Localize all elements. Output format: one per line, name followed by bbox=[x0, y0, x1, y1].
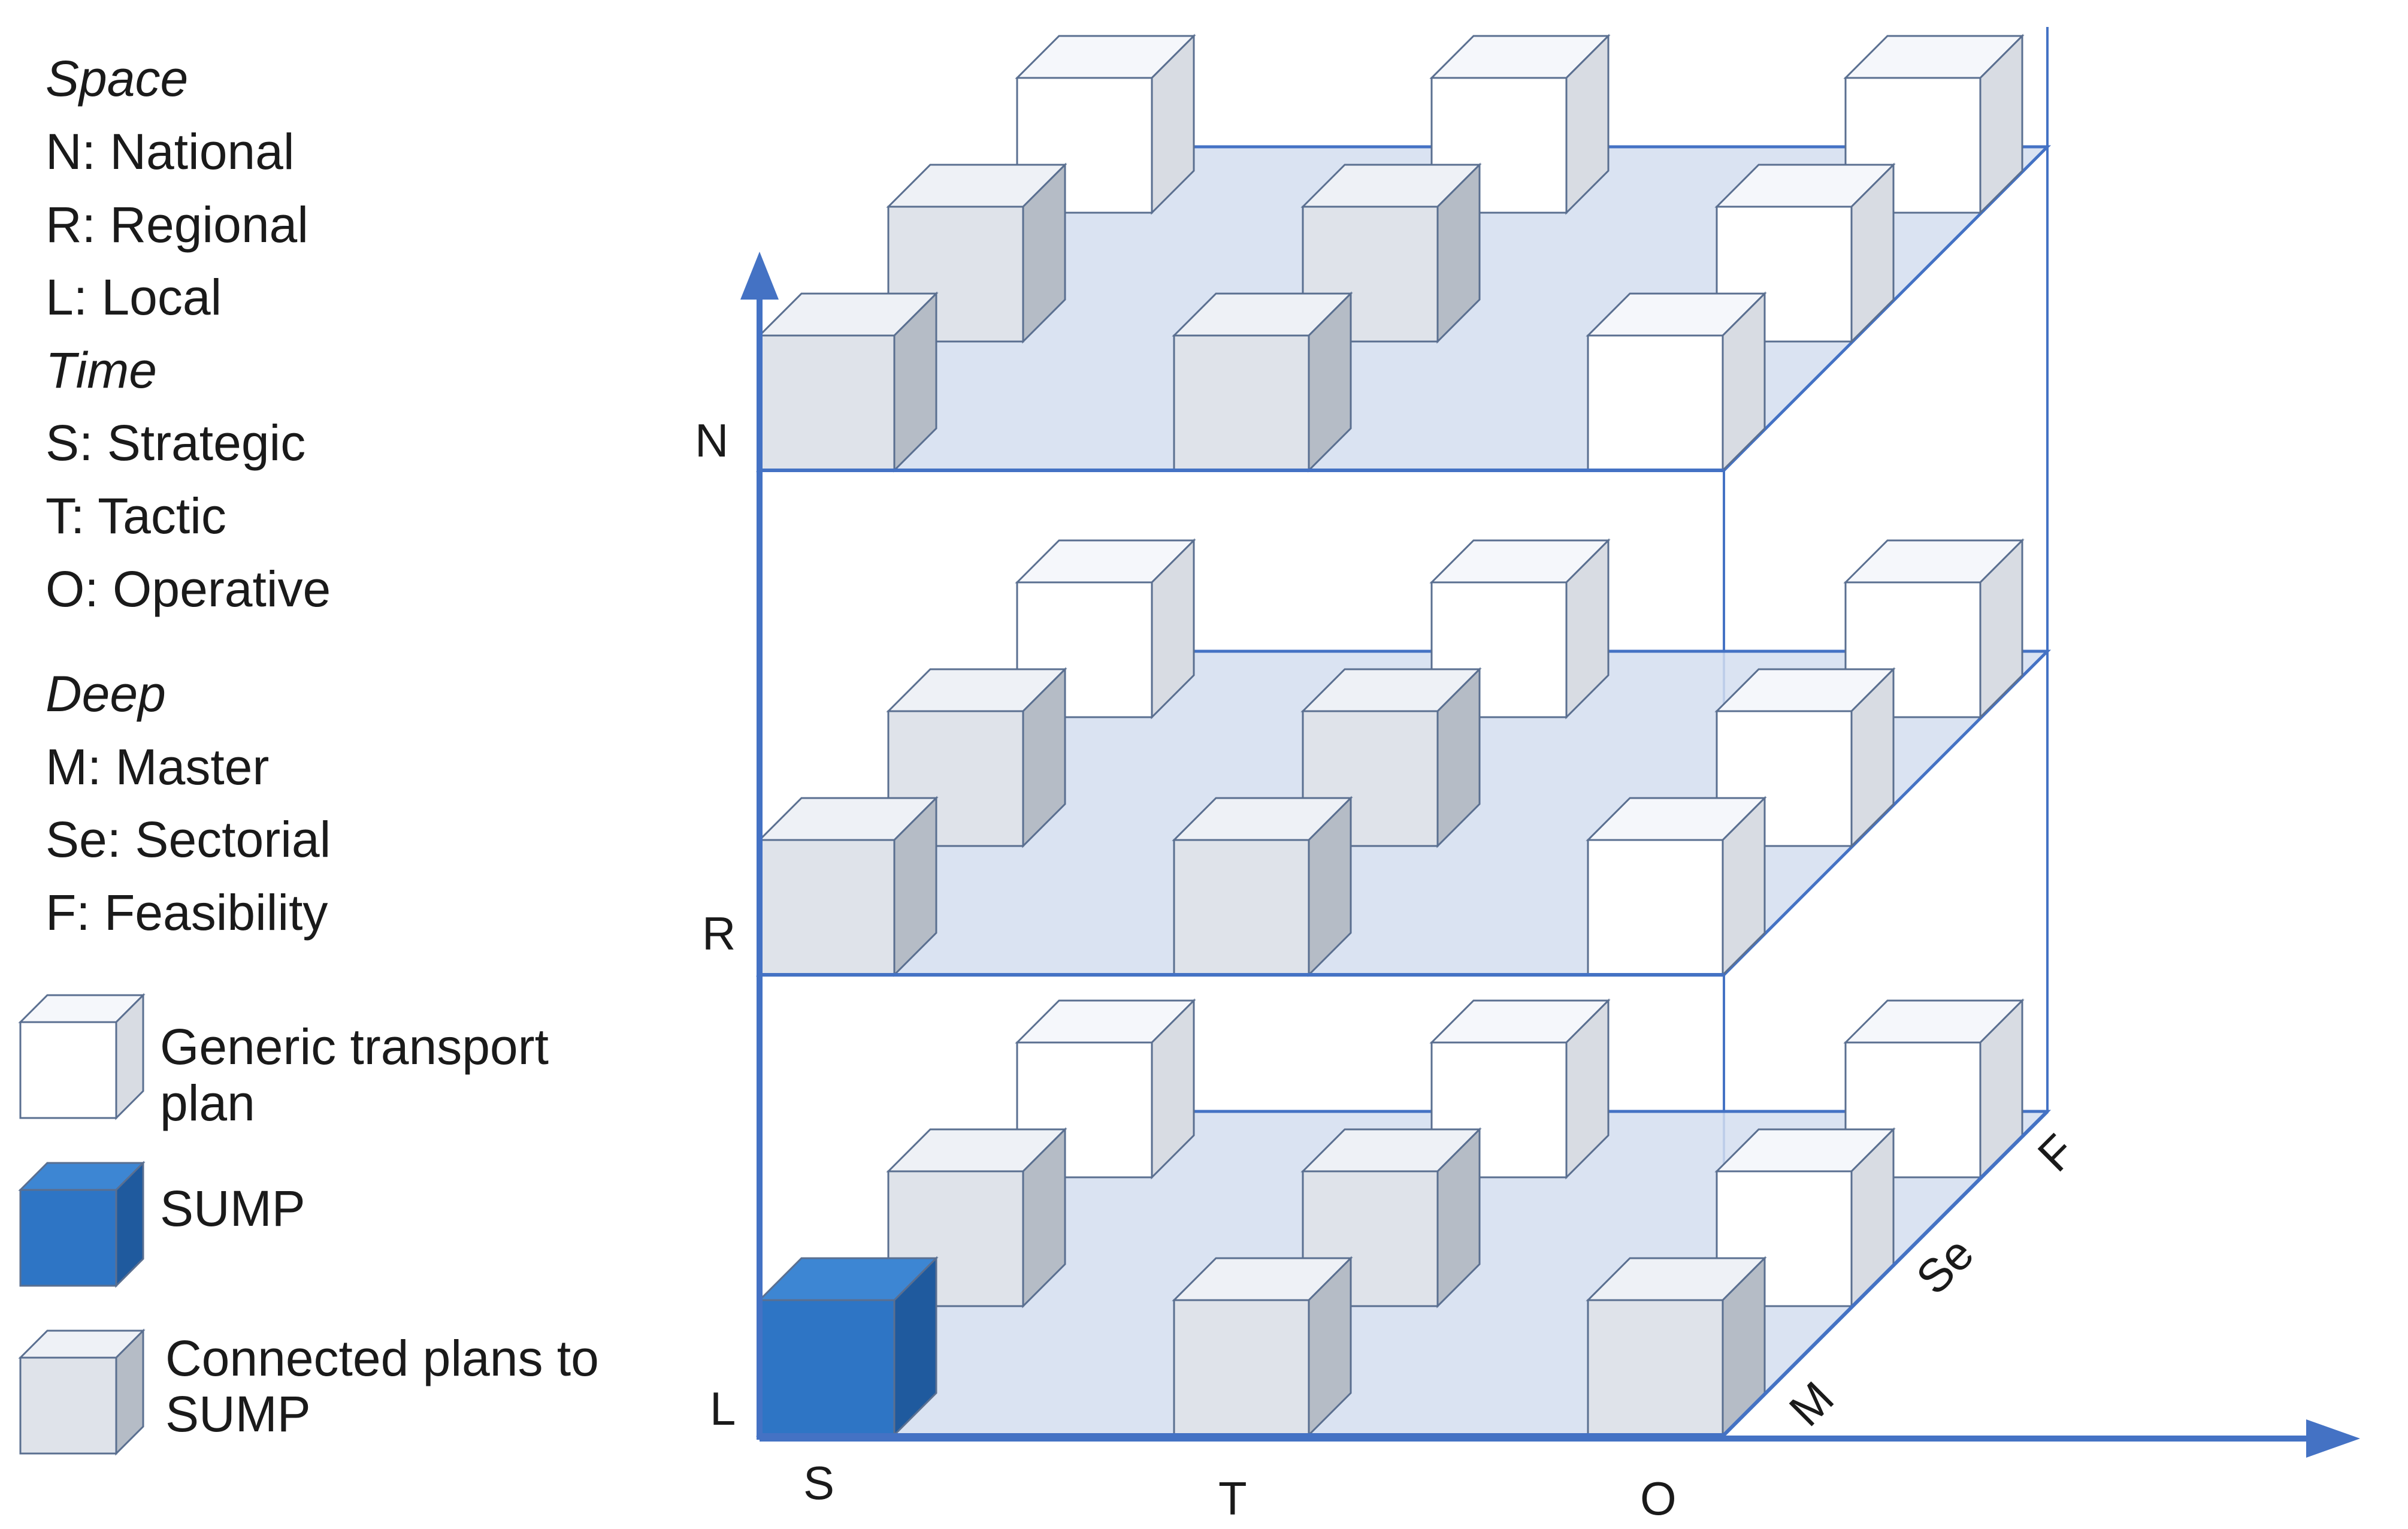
legend-deep-feasibility: F: Feasibility bbox=[46, 884, 328, 941]
cube-front-face bbox=[1587, 334, 1724, 472]
connected-plan-cube-icon bbox=[18, 1328, 146, 1456]
legend-time-strategic: S: Strategic bbox=[46, 415, 305, 471]
cube-front-face bbox=[19, 1189, 117, 1287]
cube-front-face bbox=[758, 1299, 896, 1436]
key-cube-sump bbox=[18, 1161, 146, 1288]
legend-time-tactic: T: Tactic bbox=[46, 488, 226, 544]
cube-r-t-m bbox=[1172, 796, 1353, 977]
legend-key-generic: Generic transport plan bbox=[18, 993, 549, 1131]
time-axis-labels: S T O bbox=[803, 1457, 1677, 1525]
cube-n-t-m bbox=[1172, 291, 1353, 473]
space-label-r: R bbox=[702, 907, 736, 960]
legend-deep-master: M: Master bbox=[46, 739, 269, 795]
cube-r-t-f bbox=[1429, 538, 1611, 720]
legend-key-connected-line2: SUMP bbox=[165, 1386, 311, 1442]
time-label-t: T bbox=[1218, 1472, 1247, 1525]
cube-front-face bbox=[1173, 839, 1310, 976]
space-axis-labels: N R L bbox=[695, 414, 736, 1435]
legend-space-local: L: Local bbox=[46, 269, 222, 325]
cube-r-o-f bbox=[1843, 538, 2025, 720]
cube-n-s-m bbox=[757, 291, 939, 473]
cube-front-face bbox=[1587, 1299, 1724, 1436]
cube-r-o-m bbox=[1586, 796, 1767, 977]
legend-key-connected: Connected plans to SUMP bbox=[18, 1328, 599, 1456]
cube-l-o-se bbox=[1714, 1127, 1896, 1309]
cube-front-face bbox=[19, 1021, 117, 1119]
legend-key-connected-line1: Connected plans to bbox=[165, 1330, 599, 1386]
cube-structure bbox=[740, 27, 2360, 1458]
cube-front-face bbox=[758, 839, 896, 976]
legend-space-national: N: National bbox=[46, 123, 295, 180]
deep-label-m: M bbox=[1779, 1371, 1844, 1436]
cube-front-face bbox=[1173, 1299, 1310, 1436]
legend-deep-heading: Deep bbox=[46, 666, 166, 722]
space-axis-arrow-icon bbox=[740, 252, 779, 300]
cube-l-s-se bbox=[886, 1127, 1067, 1309]
cube-n-o-se bbox=[1714, 162, 1896, 344]
legend-key-sump-line1: SUMP bbox=[160, 1180, 305, 1237]
cube-n-o-f bbox=[1843, 34, 2025, 215]
cube-r-s-se bbox=[886, 667, 1067, 848]
legend: Space N: National R: Regional L: Local T… bbox=[18, 50, 599, 1456]
cube-r-s-m bbox=[757, 796, 939, 977]
legend-time-heading: Time bbox=[46, 342, 157, 398]
cube-n-t-f bbox=[1429, 34, 1611, 215]
cube-front-face bbox=[1173, 334, 1310, 472]
legend-space-regional: R: Regional bbox=[46, 197, 308, 253]
time-axis-arrow-icon bbox=[2306, 1419, 2360, 1458]
cube-l-s-m bbox=[757, 1256, 939, 1437]
cube-l-t-m bbox=[1172, 1256, 1353, 1437]
legend-time-operative: O: Operative bbox=[46, 561, 331, 617]
key-cube-generic bbox=[18, 993, 146, 1120]
legend-space-heading: Space bbox=[46, 50, 188, 107]
legend-key-generic-line2: plan bbox=[160, 1075, 255, 1131]
time-label-s: S bbox=[803, 1457, 834, 1509]
key-cube-connected bbox=[18, 1328, 146, 1456]
level-local bbox=[755, 998, 2052, 1437]
time-label-o: O bbox=[1640, 1472, 1677, 1525]
level-national bbox=[755, 34, 2052, 473]
deep-axis-line bbox=[1722, 1110, 2049, 1437]
cube-front-face bbox=[758, 334, 896, 472]
legend-key-sump: SUMP bbox=[18, 1161, 305, 1288]
space-label-l: L bbox=[710, 1382, 736, 1435]
space-label-n: N bbox=[695, 414, 728, 467]
cube-l-o-f bbox=[1843, 998, 2025, 1180]
cube-l-o-m bbox=[1586, 1256, 1767, 1437]
cube-front-face bbox=[1587, 839, 1724, 976]
legend-key-generic-line1: Generic transport bbox=[160, 1019, 549, 1075]
legend-deep-sectorial: Se: Sectorial bbox=[46, 811, 331, 868]
cube-front-face bbox=[19, 1356, 117, 1455]
cube-n-o-m bbox=[1586, 291, 1767, 473]
level-regional bbox=[755, 538, 2052, 977]
sump-cube-icon bbox=[18, 1161, 146, 1288]
generic-plan-cube-icon bbox=[18, 993, 146, 1120]
deep-label-f: F bbox=[2028, 1124, 2085, 1182]
